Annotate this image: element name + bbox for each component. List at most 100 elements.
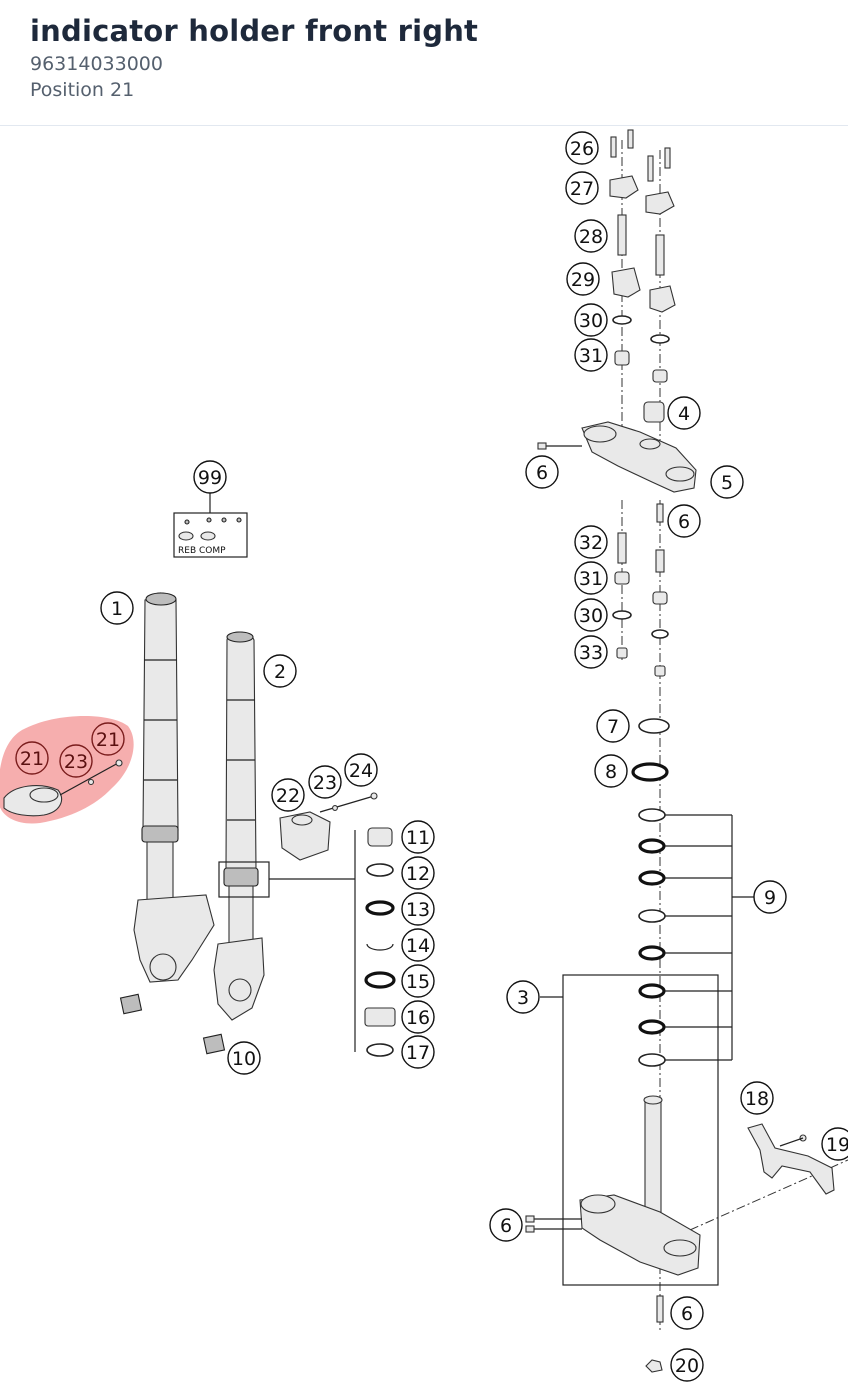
bracket-18-part[interactable] [747,1123,835,1195]
lower-triple-clamp[interactable] [525,1095,701,1373]
holder-22-part[interactable] [279,792,378,861]
callout-circle [344,753,378,787]
callout-number: 22 [276,785,300,807]
callout-number: 31 [579,568,603,590]
callout-18[interactable]: 18 [740,1081,774,1115]
callout-1[interactable]: 1 [100,591,134,625]
callout-circle [91,722,125,756]
callout-number: 9 [764,887,776,909]
callout-number: 32 [579,532,603,554]
callout-6[interactable]: 6 [667,504,701,538]
stem-spacers[interactable] [612,532,669,677]
callout-10[interactable]: 10 [227,1041,261,1075]
callout-number: 6 [678,511,690,533]
callout-circle [401,1000,435,1034]
callout-number: 21 [20,748,44,770]
callout-number: 6 [681,1303,693,1325]
callout-circle [401,1035,435,1069]
callout-number: 26 [570,138,594,160]
callout-23[interactable]: 23 [59,744,93,778]
position-label: Position 21 [30,79,135,101]
callout-circle [574,219,608,253]
callout-9[interactable]: 9 [753,880,787,914]
callout-21[interactable]: 21 [15,741,49,775]
callout-27[interactable]: 27 [565,171,599,205]
callout-circle [401,892,435,926]
callout-number: 13 [406,899,430,921]
callout-4[interactable]: 4 [667,396,701,430]
callout-8[interactable]: 8 [594,754,628,788]
callout-6[interactable]: 6 [489,1208,523,1242]
callout-number: 6 [500,1215,512,1237]
callout-2[interactable]: 2 [263,654,297,688]
callout-15[interactable]: 15 [401,964,435,998]
callout-31[interactable]: 31 [574,338,608,372]
callout-circle [401,928,435,962]
fork-leg-right[interactable] [202,631,265,1055]
callout-21[interactable]: 21 [91,722,125,756]
upper-triple-clamp[interactable] [537,421,697,523]
callout-19[interactable]: 19 [821,1127,848,1161]
callout-26[interactable]: 26 [565,131,599,165]
callout-14[interactable]: 14 [401,928,435,962]
callout-33[interactable]: 33 [574,635,608,669]
callout-number: 17 [406,1042,430,1064]
callout-32[interactable]: 32 [574,525,608,559]
callout-circle [263,654,297,688]
upper-clamps[interactable] [609,129,676,423]
callout-28[interactable]: 28 [574,219,608,253]
callout-29[interactable]: 29 [566,262,600,296]
callout-number: 23 [313,772,337,794]
callout-circle [227,1041,261,1075]
callout-circle [506,980,540,1014]
callout-circle [401,820,435,854]
callout-number: 7 [607,716,619,738]
callout-24[interactable]: 24 [344,753,378,787]
fork-leg-left[interactable] [119,592,215,1015]
callout-circle [525,455,559,489]
callout-circle [574,525,608,559]
callout-3[interactable]: 3 [506,980,540,1014]
callout-number: 1 [111,598,123,620]
callout-6[interactable]: 6 [670,1296,704,1330]
callout-number: 5 [721,472,733,494]
callout-22[interactable]: 22 [271,778,305,812]
callout-number: 4 [678,403,690,425]
callout-number: 14 [406,935,430,957]
part-number: 96314033000 [30,53,163,75]
indicator-holder-part[interactable] [3,759,123,817]
callout-number: 2 [274,661,286,683]
callout-31[interactable]: 31 [574,561,608,595]
bearing-stack[interactable] [631,718,670,1067]
callout-6[interactable]: 6 [525,455,559,489]
callout-17[interactable]: 17 [401,1035,435,1069]
callout-30[interactable]: 30 [574,303,608,337]
callout-11[interactable]: 11 [401,820,435,854]
callout-23[interactable]: 23 [308,765,342,799]
callout-number: 19 [826,1134,848,1156]
callout-circle [489,1208,523,1242]
callout-16[interactable]: 16 [401,1000,435,1034]
callout-99[interactable]: 99 [193,460,227,494]
callout-number: 29 [571,269,595,291]
callout-20[interactable]: 20 [670,1348,704,1382]
callout-7[interactable]: 7 [596,709,630,743]
adjuster-box-label: REB COMP [178,546,226,556]
callout-5[interactable]: 5 [710,465,744,499]
callout-circle [401,964,435,998]
callout-number: 16 [406,1007,430,1029]
callout-number: 12 [406,863,430,885]
seal-stack[interactable] [364,827,396,1057]
callout-number: 18 [745,1088,769,1110]
callout-number: 6 [536,462,548,484]
callout-13[interactable]: 13 [401,892,435,926]
callout-circle [565,171,599,205]
callout-number: 99 [198,467,222,489]
callout-circle [193,460,227,494]
callout-circle [100,591,134,625]
callout-circle [821,1127,848,1161]
callout-12[interactable]: 12 [401,856,435,890]
callout-number: 27 [570,178,594,200]
page-title: indicator holder front right [30,14,479,48]
callout-30[interactable]: 30 [574,598,608,632]
